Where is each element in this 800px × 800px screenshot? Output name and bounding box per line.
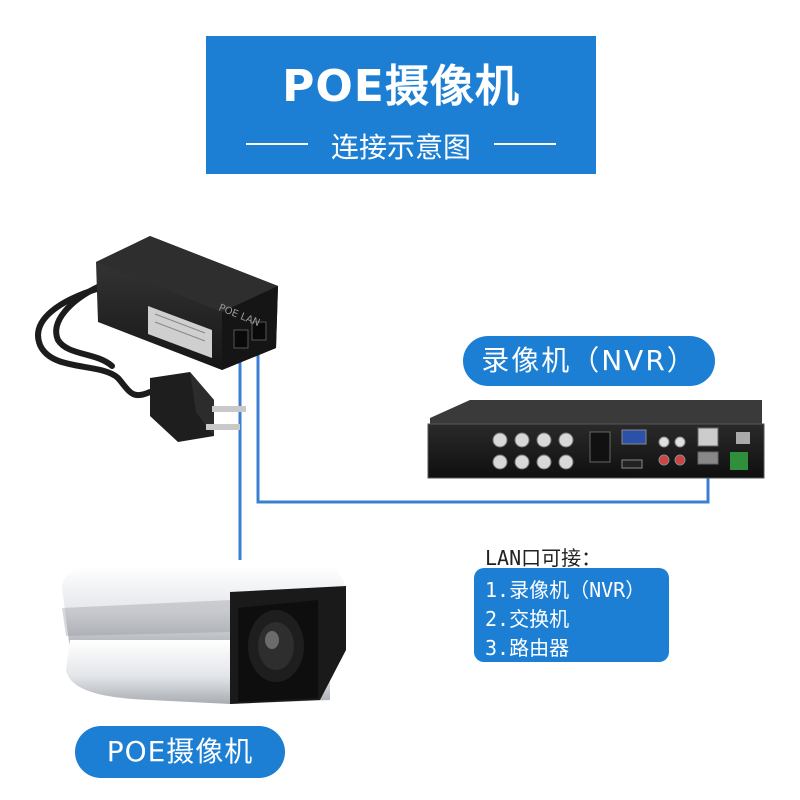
lan-item-3: 3.路由器 (485, 632, 569, 661)
lan-item-2: 2.交换机 (485, 603, 569, 632)
camera-label: POE摄像机 (75, 726, 285, 778)
bullet-camera-icon (62, 566, 346, 704)
lan-item-1: 1.录像机（NVR） (485, 574, 645, 603)
nvr-label: 录像机（NVR） (463, 336, 715, 386)
power-plug-icon (150, 372, 246, 442)
lan-info-title: LAN口可接： (485, 542, 601, 571)
nvr-device-icon (428, 400, 764, 478)
lan-info-box: 1.录像机（NVR） 2.交换机 3.路由器 (474, 568, 669, 662)
